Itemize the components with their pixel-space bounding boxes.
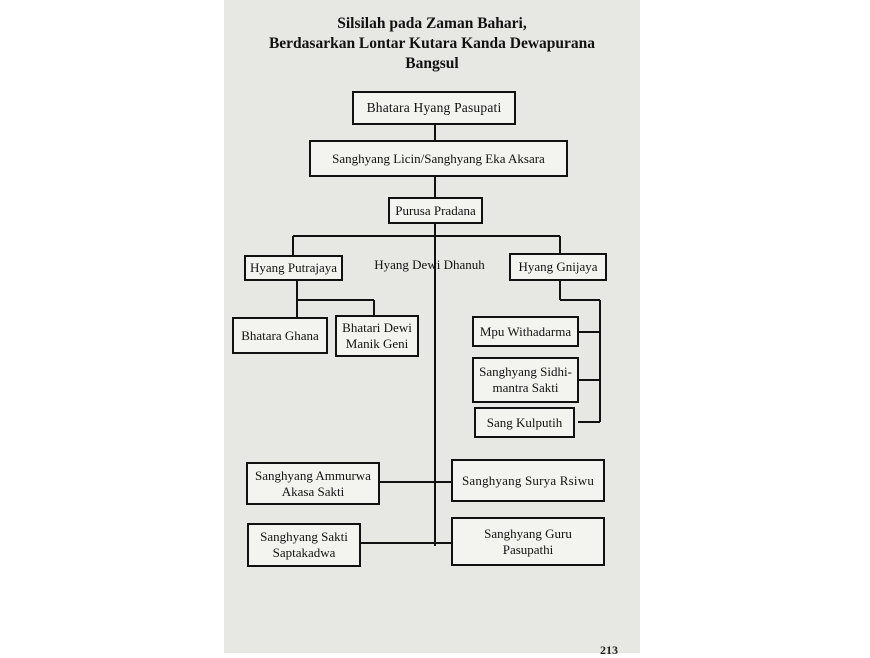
node-manik-geni-line2: Manik Geni — [345, 336, 409, 351]
node-ghana: Bhatara Ghana — [232, 317, 328, 354]
node-licin-label: Sanghyang Licin/Sanghyang Eka Aksara — [332, 150, 545, 166]
node-surya: Sanghyang Surya Rsiwu — [451, 459, 605, 502]
node-dhanuh-label: Hyang Dewi Dhanuh — [374, 257, 485, 272]
node-kulputih: Sang Kulputih — [474, 407, 575, 438]
page-number: 213 — [600, 643, 618, 657]
title-line-3: Bangsul — [405, 55, 459, 72]
node-pasupati: Bhatara Hyang Pasupati — [352, 91, 516, 125]
node-dhanuh: Hyang Dewi Dhanuh — [369, 253, 490, 279]
node-purusa-label: Purusa Pradana — [395, 202, 476, 218]
node-putrajaya: Hyang Putrajaya — [244, 255, 343, 281]
node-purusa: Purusa Pradana — [388, 197, 483, 224]
node-ammurwa-line1: Sanghyang Ammurwa — [255, 467, 371, 483]
node-sidhimantra-line1: Sanghyang Sidhi- — [479, 364, 572, 379]
node-ammurwa-line2: Akasa Sakti — [281, 483, 345, 499]
node-saptakadwa: Sanghyang Sakti Saptakadwa — [247, 523, 361, 567]
node-pasupati-label: Bhatara Hyang Pasupati — [366, 100, 502, 115]
node-guru-line1: Sanghyang Guru — [484, 525, 572, 541]
node-putrajaya-label: Hyang Putrajaya — [250, 260, 338, 275]
node-guru-line2: Pasupathi — [502, 541, 554, 557]
node-sidhimantra-line2: mantra Sakti — [492, 380, 559, 395]
node-manik-geni: Bhatari Dewi Manik Geni — [335, 315, 419, 357]
node-surya-label: Sanghyang Surya Rsiwu — [461, 472, 595, 488]
node-ghana-label: Bhatara Ghana — [241, 327, 319, 343]
diagram-title: Silsilah pada Zaman Bahari, Berdasarkan … — [224, 14, 640, 74]
node-ammurwa: Sanghyang Ammurwa Akasa Sakti — [246, 462, 380, 505]
node-gnijaya: Hyang Gnijaya — [509, 253, 607, 281]
node-gnijaya-label: Hyang Gnijaya — [518, 259, 598, 274]
node-manik-geni-line1: Bhatari Dewi — [342, 320, 412, 335]
node-kulputih-label: Sang Kulputih — [486, 414, 563, 430]
node-withadarma: Mpu Withadarma — [472, 316, 579, 347]
title-line-2: Berdasarkan Lontar Kutara Kanda Dewapura… — [268, 35, 596, 52]
node-saptakadwa-line2: Saptakadwa — [272, 545, 336, 560]
node-saptakadwa-line1: Sanghyang Sakti — [260, 529, 348, 544]
title-line-1: Silsilah pada Zaman Bahari, — [337, 15, 527, 32]
node-licin: Sanghyang Licin/Sanghyang Eka Aksara — [309, 140, 568, 177]
node-guru: Sanghyang Guru Pasupathi — [451, 517, 605, 566]
node-withadarma-label: Mpu Withadarma — [479, 323, 572, 339]
node-sidhimantra: Sanghyang Sidhi- mantra Sakti — [472, 357, 579, 403]
